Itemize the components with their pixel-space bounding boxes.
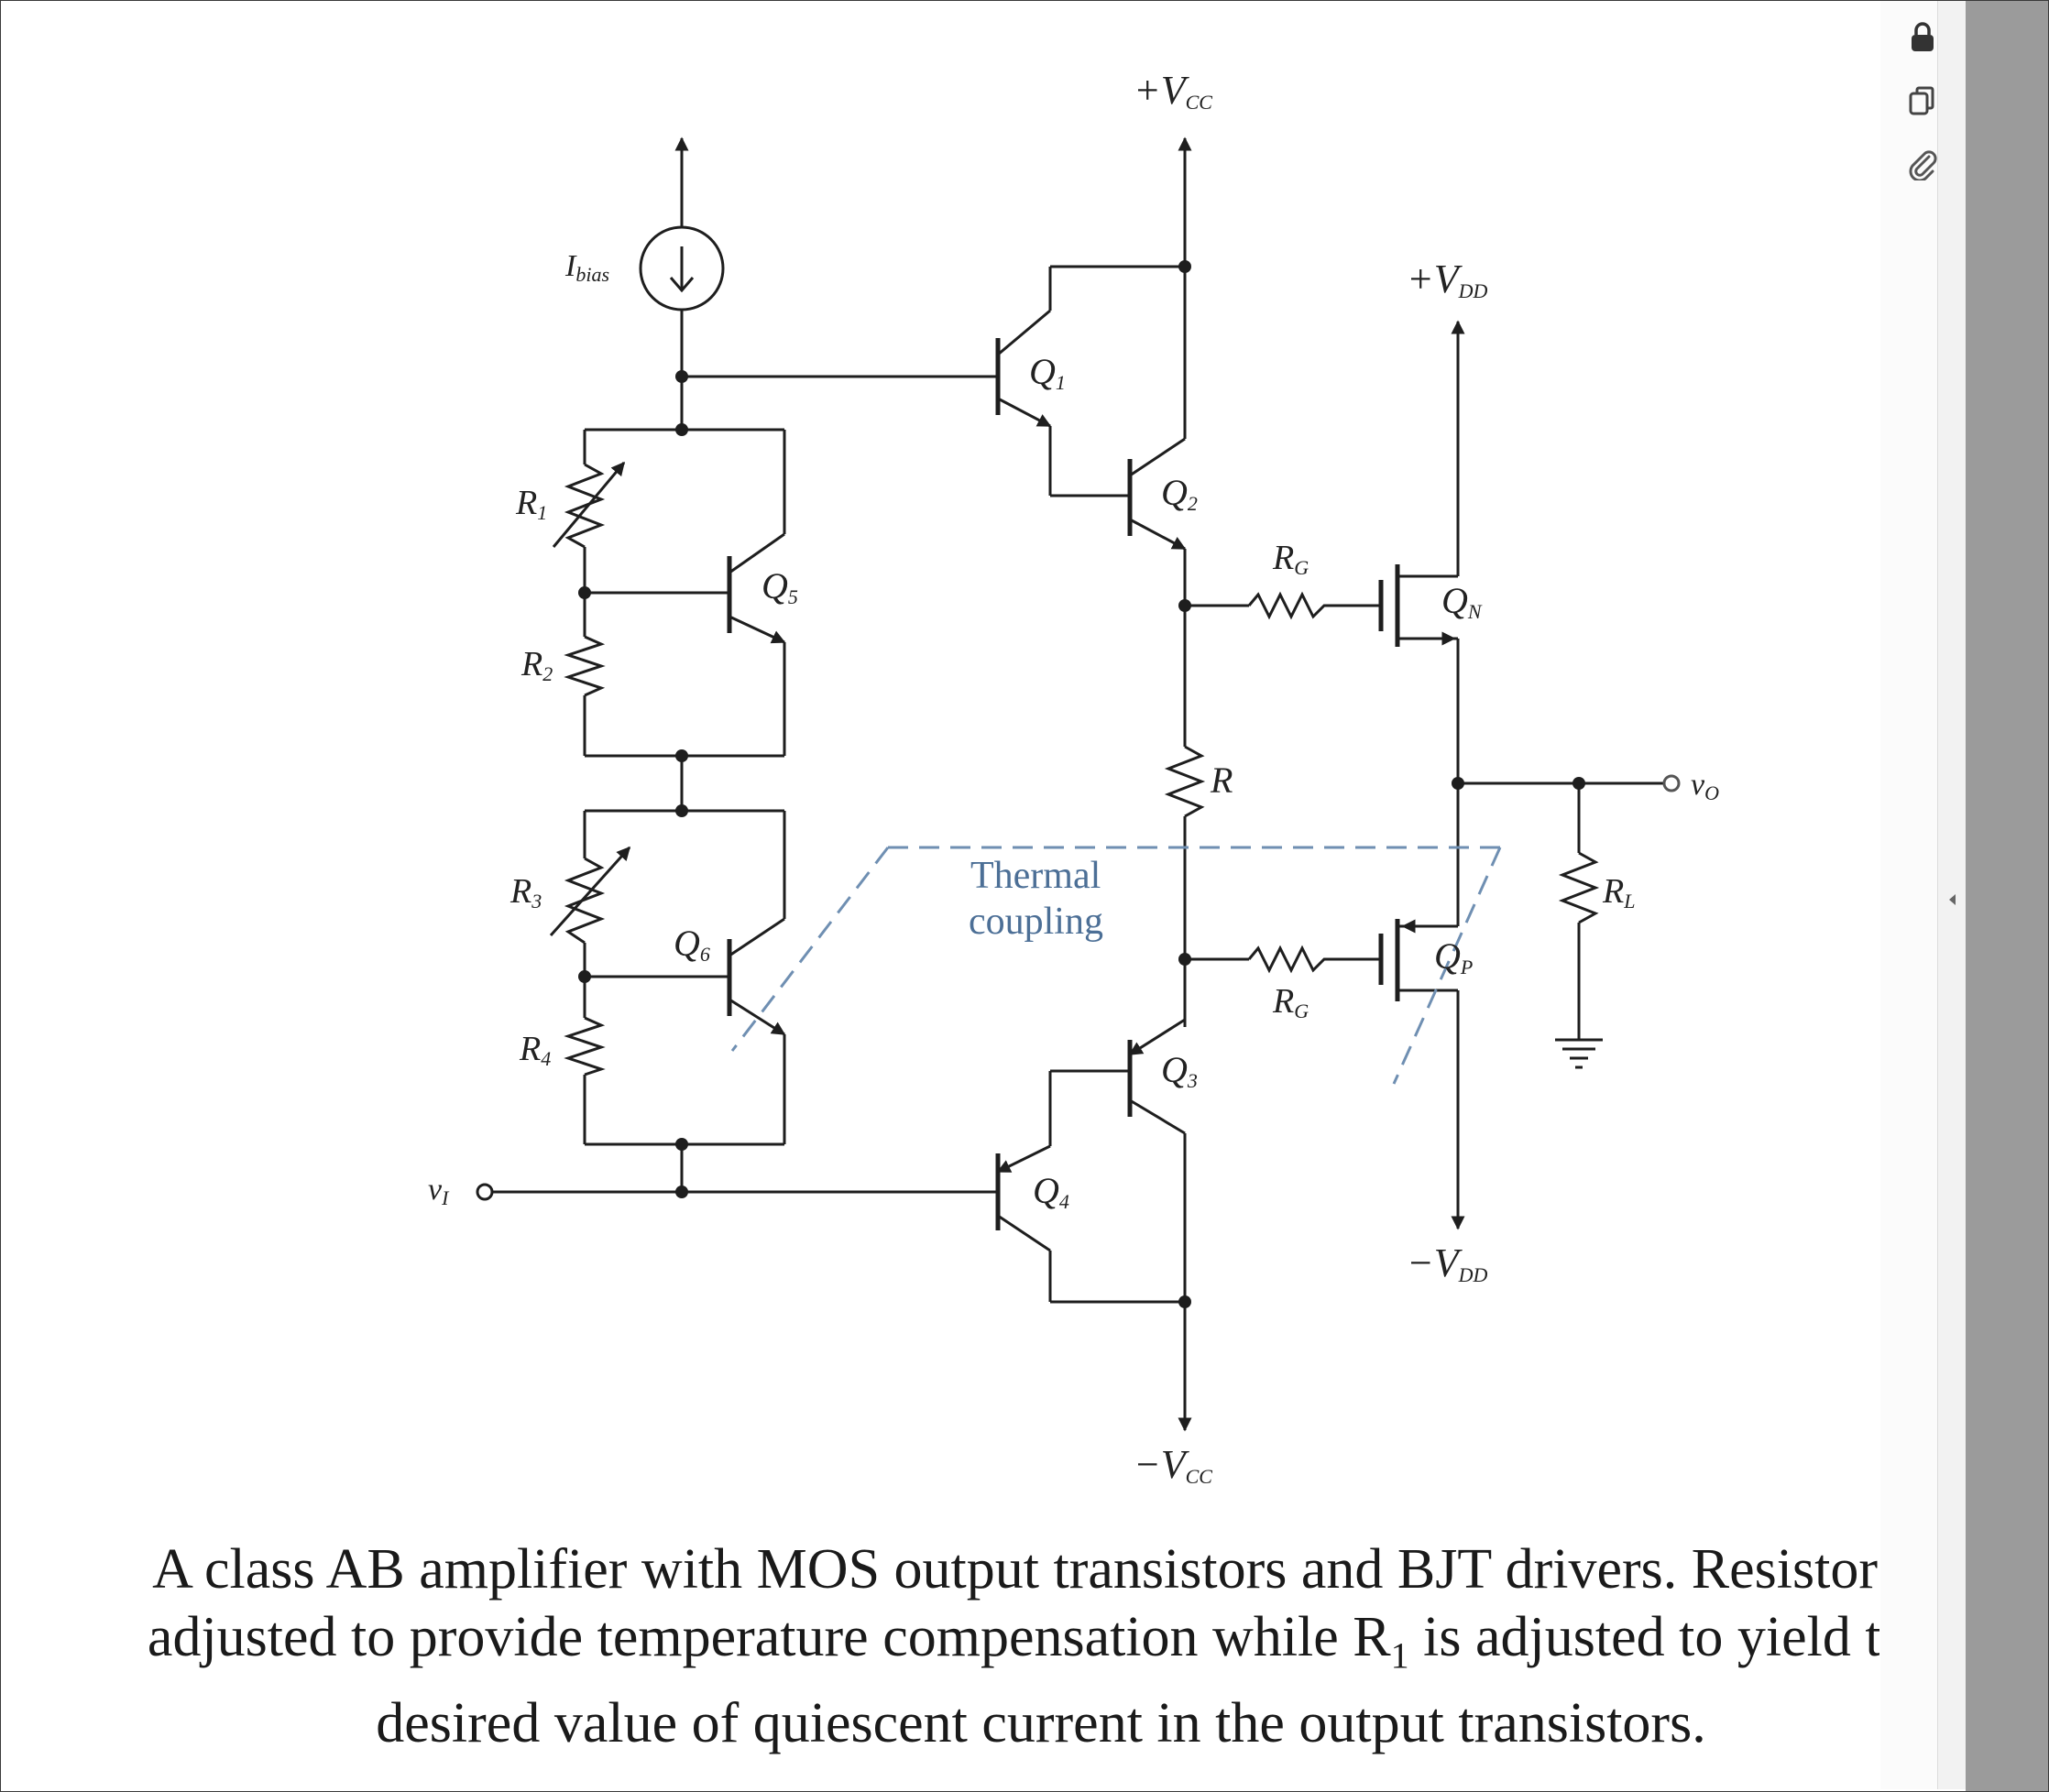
paperclip-icon[interactable] (1901, 142, 1945, 186)
q2-label: Q2 (1161, 472, 1198, 515)
vcc-neg-label: −VCC (1134, 1442, 1212, 1488)
mosfet-qp (1378, 919, 1465, 1230)
vi-terminal (476, 1183, 494, 1201)
output-network (1458, 781, 1664, 1040)
caption-line-3: desired value of quiescent current in th… (376, 1692, 1706, 1755)
circuit-diagram: +VCC −VCC +VDD −VDD Ibias Q1 Q2 Q3 Q4 Q5… (428, 68, 1719, 1488)
side-panel (1966, 1, 2048, 1791)
r-label: R (1210, 759, 1233, 801)
r2-label: R2 (520, 645, 553, 685)
vo-label: vO (1691, 768, 1719, 804)
vi-label: vI (428, 1173, 450, 1209)
qp-label: QP (1434, 935, 1473, 978)
resistor-r (1164, 745, 1206, 818)
resistor-r4 (564, 1016, 606, 1076)
vdd-pos-label: +VDD (1407, 257, 1487, 302)
thermal-label-line2: coupling (969, 901, 1103, 943)
caption-line-2: adjusted to provide temperature compensa… (147, 1606, 1879, 1677)
caption-line-1: A class AB amplifier with MOS output tra… (152, 1538, 1879, 1601)
r1-label: R1 (515, 484, 547, 524)
lock-icon[interactable] (1901, 16, 1945, 60)
rg-bottom-label: RG (1272, 982, 1309, 1022)
qn-label: QN (1441, 580, 1483, 623)
bias-network-wires (491, 310, 998, 1194)
figure-caption: A class AB amplifier with MOS output tra… (74, 1535, 1879, 1757)
thermal-label-line1: Thermal (970, 855, 1101, 897)
center-wires (1183, 549, 1249, 1027)
rg-top-label: RG (1272, 539, 1309, 579)
mosfet-qn (1378, 320, 1465, 926)
q5-label: Q5 (762, 565, 798, 608)
chevron-left-icon[interactable] (1941, 887, 1963, 912)
transistor-q6 (727, 917, 786, 1036)
resistor-rg-top (1247, 591, 1381, 620)
ibias-source (639, 137, 725, 311)
transistor-q1 (995, 265, 1185, 497)
q4-label: Q4 (1033, 1170, 1069, 1213)
copy-icon[interactable] (1901, 80, 1945, 124)
vo-terminal (1662, 774, 1681, 792)
transistor-q5 (727, 532, 786, 644)
ground-symbol (1555, 1038, 1603, 1069)
transistor-q4 (995, 1144, 1185, 1304)
transistor-q2 (1127, 267, 1187, 551)
ibias-label: Ibias (564, 249, 609, 286)
resistor-r2 (564, 635, 606, 697)
document-view: +VCC −VCC +VDD −VDD Ibias Q1 Q2 Q3 Q4 Q5… (1, 1, 1879, 1789)
transistor-q3 (1048, 1018, 1187, 1302)
r4-label: R4 (519, 1030, 551, 1070)
q6-label: Q6 (674, 923, 710, 966)
vcc-pos-label: +VCC (1134, 68, 1212, 114)
q3-label: Q3 (1161, 1049, 1198, 1092)
q1-label: Q1 (1029, 351, 1066, 394)
thermal-coupling-outline (730, 846, 1502, 1085)
junction-dots (578, 260, 1585, 1308)
resistor-r1 (552, 461, 626, 549)
r3-label: R3 (510, 872, 542, 912)
resistor-r3 (549, 846, 631, 945)
scrollbar-track[interactable] (1937, 1, 1967, 1789)
vdd-neg-label: −VDD (1407, 1240, 1487, 1286)
rl-label: RL (1602, 872, 1635, 912)
resistor-rg-bottom (1247, 945, 1381, 974)
